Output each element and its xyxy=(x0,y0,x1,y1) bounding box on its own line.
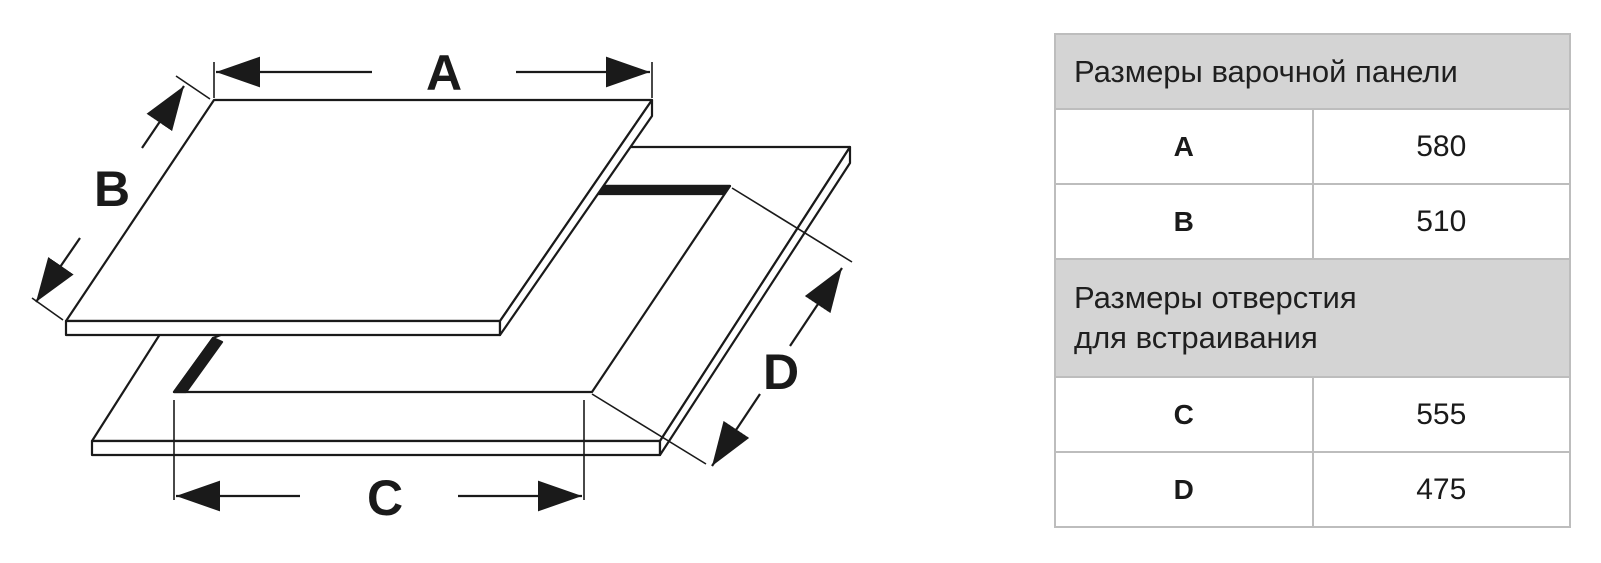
extension-line-b-top xyxy=(175,75,211,100)
param-value-a: 580 xyxy=(1311,108,1571,185)
section-header-cooktop: Размеры варочной панели xyxy=(1054,33,1571,110)
dimension-label-b: B xyxy=(94,161,130,217)
dimension-label-a: A xyxy=(426,45,462,101)
param-key-d: D xyxy=(1054,451,1314,528)
cutout-inner-wall-left xyxy=(172,336,224,394)
param-key-a: A xyxy=(1054,108,1314,185)
extension-line-d-bottom xyxy=(591,393,707,465)
section-header-cutout-line2: для встраивания xyxy=(1074,320,1318,355)
countertop-side-edge xyxy=(658,145,852,457)
countertop-front-edge xyxy=(90,439,662,457)
dimensions-table: Размеры варочной панели A 580 B 510 Разм… xyxy=(1054,33,1571,528)
cutout-inner-wall-back xyxy=(595,184,732,196)
table-row-a: A 580 xyxy=(1054,108,1571,185)
cooktop-side-edge xyxy=(498,98,654,337)
dimension-arrow-d-bottom xyxy=(711,393,761,467)
param-value-c: 555 xyxy=(1311,376,1571,453)
section-header-cooktop-cell: Размеры варочной панели xyxy=(1054,33,1571,110)
dimension-arrow-b-bottom xyxy=(35,237,81,303)
dimension-diagram: A B C D xyxy=(31,45,853,526)
dimension-arrow-d-top xyxy=(789,267,843,347)
dimension-label-d: D xyxy=(763,344,799,400)
param-value-d: 475 xyxy=(1311,451,1571,528)
param-value-b: 510 xyxy=(1311,183,1571,260)
table-row-d: D 475 xyxy=(1054,451,1571,528)
dimension-label-c: C xyxy=(367,470,403,526)
dimension-arrow-b-top xyxy=(141,85,185,149)
section-header-cooktop-line1: Размеры варочной панели xyxy=(1074,53,1458,89)
param-key-c: C xyxy=(1054,376,1314,453)
extension-line-d-top xyxy=(731,187,853,263)
cooktop-panel xyxy=(64,98,654,337)
section-header-cutout-cell: Размеры отверстия для встраивания xyxy=(1054,258,1571,378)
section-header-cutout-line1: Размеры отверстия xyxy=(1074,280,1357,315)
section-header-cutout: Размеры отверстия для встраивания xyxy=(1054,258,1571,378)
table-row-b: B 510 xyxy=(1054,183,1571,260)
table-row-c: C 555 xyxy=(1054,376,1571,453)
cooktop-front-edge xyxy=(64,319,502,337)
param-key-b: B xyxy=(1054,183,1314,260)
